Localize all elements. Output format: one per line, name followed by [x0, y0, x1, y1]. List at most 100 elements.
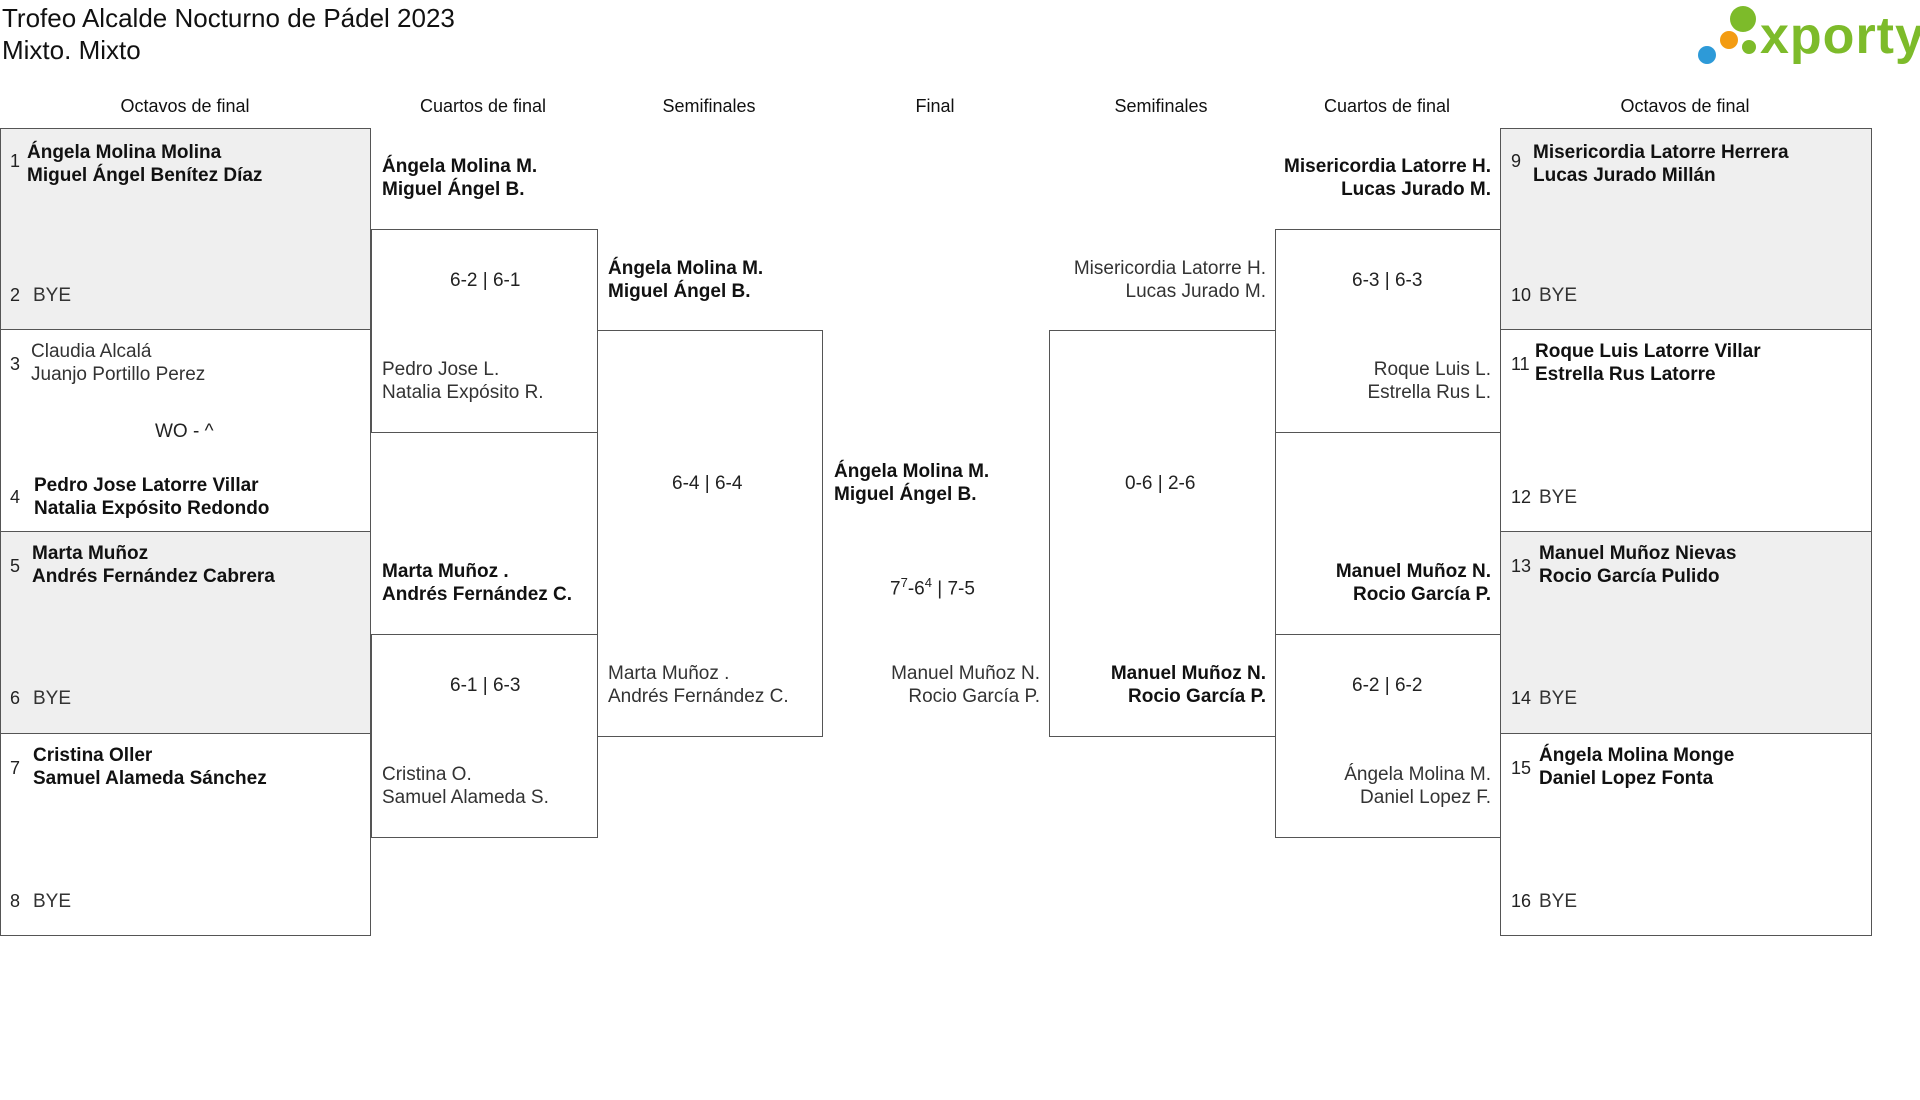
player-name: Marta Muñoz: [32, 543, 149, 564]
team-entry[interactable]: Pedro Jose Latorre Villar Natalia Expósi…: [34, 474, 269, 520]
player-name: Manuel Muñoz N.: [1110, 663, 1266, 684]
player-name: Rocio García P.: [1353, 584, 1491, 605]
player-name: Ángela Molina M.: [1344, 764, 1491, 785]
logo-dot-blue: [1698, 46, 1716, 64]
player-name: Natalia Expósito R.: [382, 382, 544, 403]
header-semis-left: Semifinales: [662, 96, 756, 116]
qf-team-right-3[interactable]: Manuel Muñoz N. Rocio García P.: [1336, 560, 1491, 606]
match-box-right-2: 11 Roque Luis Latorre Villar Estrella Ru…: [1500, 329, 1872, 532]
player-name: Miguel Ángel B.: [608, 281, 751, 302]
match-score: WO - ^: [155, 421, 214, 442]
seed-number: 7: [10, 758, 21, 778]
player-name: Miguel Ángel B.: [834, 484, 977, 505]
team-entry[interactable]: Marta Muñoz Andrés Fernández Cabrera: [32, 542, 275, 588]
player-name: Lucas Jurado M.: [1341, 179, 1491, 200]
match-box-right-4: 15 Ángela Molina Monge Daniel Lopez Font…: [1500, 733, 1872, 936]
match-score: 6-4 | 6-4: [672, 473, 743, 494]
player-name: Misericordia Latorre Herrera: [1533, 142, 1789, 163]
team-entry[interactable]: Cristina Oller Samuel Alameda Sánchez: [33, 744, 267, 790]
tournament-title: Trofeo Alcalde Nocturno de Pádel 2023: [2, 3, 455, 33]
seed-number: 14: [1511, 688, 1532, 708]
player-name: Andrés Fernández C.: [382, 584, 573, 605]
match-score: 6-2 | 6-1: [450, 270, 521, 291]
seed-number: 3: [10, 354, 21, 374]
tiebreak-score: 4: [924, 575, 932, 590]
team-entry[interactable]: Ángela Molina Monge Daniel Lopez Fonta: [1539, 744, 1734, 790]
logo-dot-green-small: [1742, 40, 1756, 54]
seed-number: 10: [1511, 285, 1532, 305]
page-title: Trofeo Alcalde Nocturno de Pádel 2023 Mi…: [2, 2, 455, 66]
qf-team-left-2[interactable]: Pedro Jose L. Natalia Expósito R.: [382, 358, 544, 404]
seed-number: 15: [1511, 758, 1532, 778]
qf-team-right-4[interactable]: Ángela Molina M. Daniel Lopez F.: [1344, 763, 1491, 809]
score-part: | 7-5: [931, 578, 975, 600]
sf-team-left-1[interactable]: Ángela Molina M. Miguel Ángel B.: [608, 257, 763, 303]
team-entry[interactable]: Misericordia Latorre Herrera Lucas Jurad…: [1533, 141, 1789, 187]
player-name: Miguel Ángel Benítez Díaz: [27, 165, 263, 186]
header-cuartos-left: Cuartos de final: [419, 96, 547, 116]
qf-team-right-2[interactable]: Roque Luis L. Estrella Rus L.: [1367, 358, 1491, 404]
seed-number: 6: [10, 688, 21, 708]
header-octavos-left: Octavos de final: [120, 96, 250, 116]
player-name: Ángela Molina M.: [382, 156, 538, 177]
player-name: Roque Luis Latorre Villar: [1535, 341, 1761, 362]
header-octavos-right: Octavos de final: [1620, 96, 1750, 116]
player-name: Marta Muñoz .: [382, 561, 509, 582]
qf-team-left-3[interactable]: Marta Muñoz . Andrés Fernández C.: [382, 560, 572, 606]
player-name: Claudia Alcalá: [31, 341, 152, 362]
header-final: Final: [915, 96, 955, 116]
qf-team-left-4[interactable]: Cristina O. Samuel Alameda S.: [382, 763, 549, 809]
seed-number: 9: [1511, 151, 1522, 171]
player-name: Andrés Fernández C.: [608, 686, 789, 707]
sf-connector-right: [1049, 330, 1276, 737]
player-name: Cristina Oller: [33, 745, 153, 766]
player-name: Pedro Jose L.: [382, 359, 500, 380]
player-name: Rocio García P.: [1128, 686, 1266, 707]
bye-label: BYE: [1539, 688, 1578, 709]
player-name: Marta Muñoz .: [608, 663, 730, 684]
player-name: Estrella Rus Latorre: [1535, 364, 1716, 385]
match-score: 0-6 | 2-6: [1125, 473, 1196, 494]
player-name: Estrella Rus L.: [1367, 382, 1491, 403]
bye-label: BYE: [33, 285, 72, 306]
player-name: Ángela Molina Molina: [27, 142, 222, 163]
logo-text: xporty: [1760, 7, 1920, 65]
seed-number: 4: [10, 487, 21, 507]
category-title: Mixto. Mixto: [2, 35, 141, 65]
player-name: Rocio García P.: [908, 686, 1040, 707]
match-score: 6-2 | 6-2: [1352, 675, 1423, 696]
seed-number: 12: [1511, 487, 1532, 507]
player-name: Misericordia Latorre H.: [1073, 258, 1266, 279]
player-name: Pedro Jose Latorre Villar: [34, 475, 259, 496]
player-name: Manuel Muñoz N.: [891, 663, 1040, 684]
final-score: 77-64 | 7-5: [890, 575, 975, 600]
final-team-right[interactable]: Manuel Muñoz N. Rocio García P.: [891, 662, 1040, 708]
player-name: Miguel Ángel B.: [382, 179, 525, 200]
header-semis-right: Semifinales: [1114, 96, 1208, 116]
team-entry[interactable]: Manuel Muñoz Nievas Rocio García Pulido: [1539, 542, 1736, 588]
player-name: Misericordia Latorre H.: [1284, 156, 1491, 177]
match-box-left-4: 7 Cristina Oller Samuel Alameda Sánchez …: [0, 733, 371, 936]
bye-label: BYE: [33, 891, 72, 912]
player-name: Ángela Molina Monge: [1539, 745, 1735, 766]
qf-team-right-1[interactable]: Misericordia Latorre H. Lucas Jurado M.: [1284, 155, 1491, 201]
team-entry[interactable]: Claudia Alcalá Juanjo Portillo Perez: [31, 340, 205, 386]
sf-team-right-1[interactable]: Misericordia Latorre H. Lucas Jurado M.: [1074, 257, 1266, 303]
match-box-left-3: 5 Marta Muñoz Andrés Fernández Cabrera 6…: [0, 531, 371, 734]
qf-team-left-1[interactable]: Ángela Molina M. Miguel Ángel B.: [382, 155, 537, 201]
logo-dot-orange: [1720, 31, 1738, 49]
player-name: Natalia Expósito Redondo: [34, 498, 270, 519]
score-part: 7: [890, 578, 901, 600]
sf-connector-left: [597, 330, 823, 737]
player-name: Andrés Fernández Cabrera: [32, 566, 275, 587]
sf-team-left-2[interactable]: Marta Muñoz . Andrés Fernández C.: [608, 662, 789, 708]
sf-team-right-2[interactable]: Manuel Muñoz N. Rocio García P.: [1111, 662, 1266, 708]
match-score: 6-3 | 6-3: [1352, 270, 1423, 291]
player-name: Daniel Lopez F.: [1360, 787, 1491, 808]
player-name: Roque Luis L.: [1373, 359, 1491, 380]
final-team-left[interactable]: Ángela Molina M. Miguel Ángel B.: [834, 460, 989, 506]
team-entry[interactable]: Roque Luis Latorre Villar Estrella Rus L…: [1535, 340, 1761, 386]
player-name: Manuel Muñoz Nievas: [1539, 543, 1737, 564]
player-name: Daniel Lopez Fonta: [1539, 768, 1714, 789]
team-entry[interactable]: Ángela Molina Molina Miguel Ángel Beníte…: [27, 141, 262, 187]
